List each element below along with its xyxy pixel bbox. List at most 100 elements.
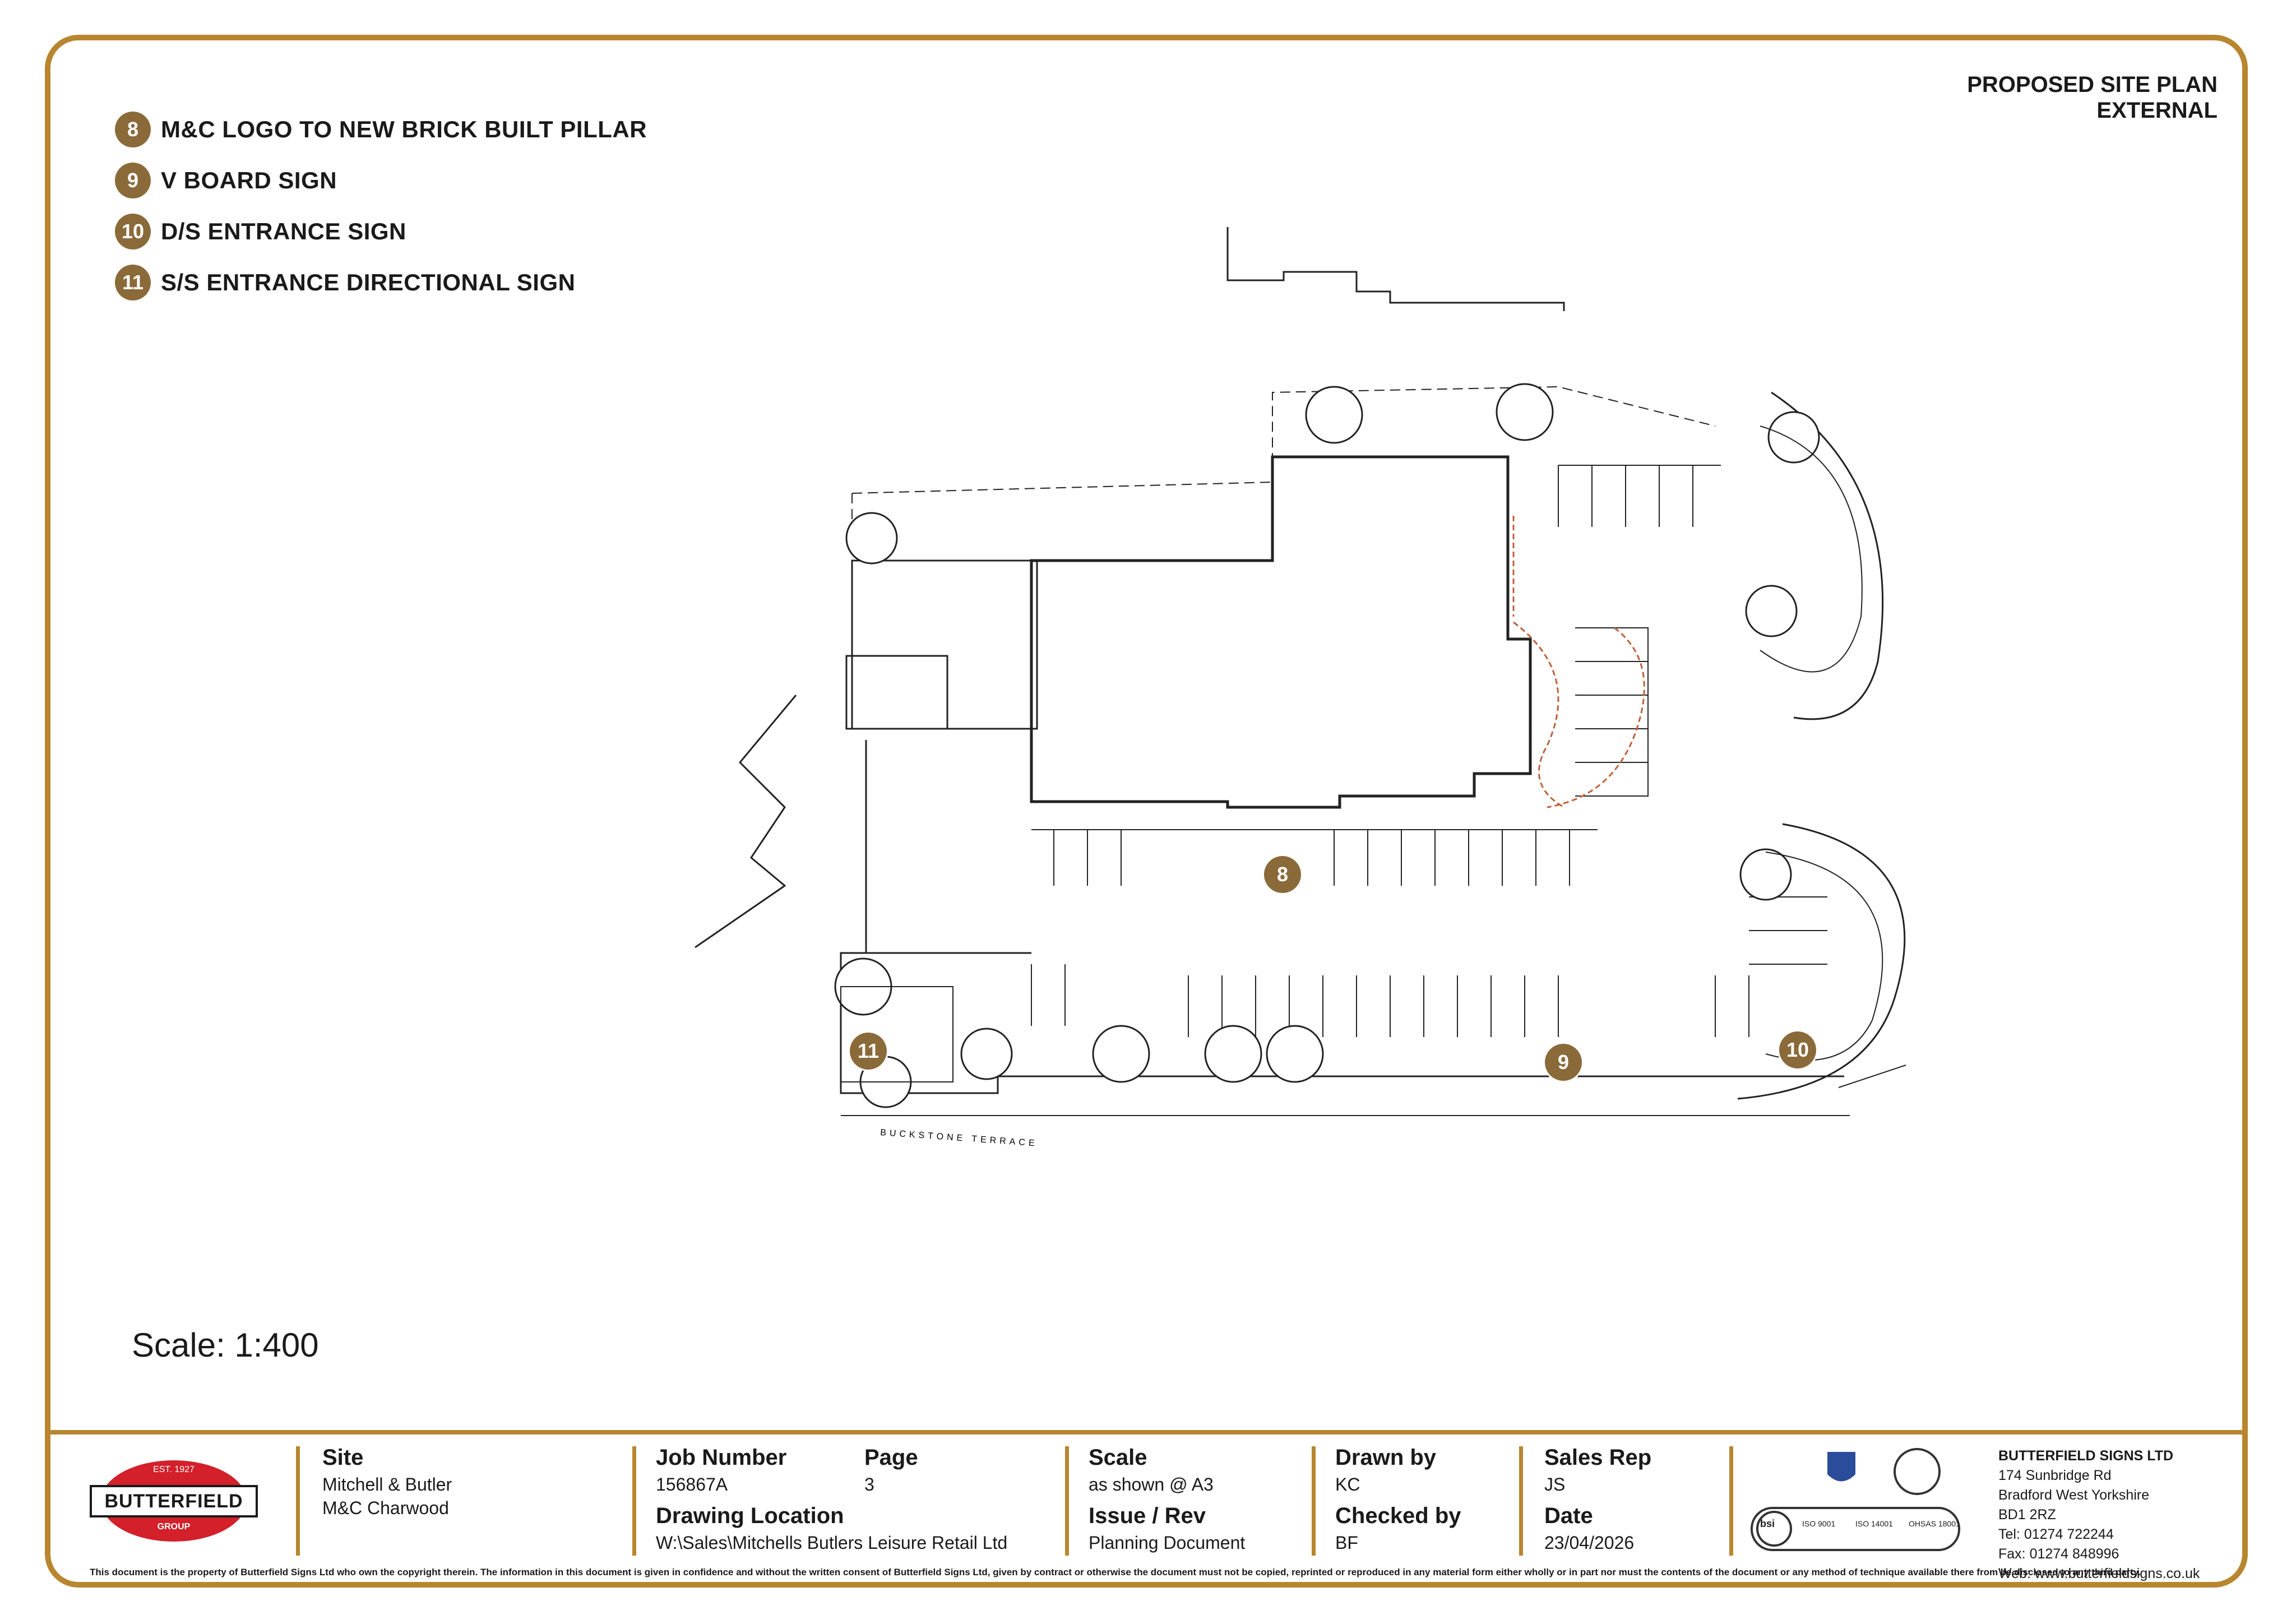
tree-icon xyxy=(1767,411,1820,464)
street-name-label: BUCKSTONE TERRACE xyxy=(880,1128,1038,1149)
trees xyxy=(834,383,1820,1108)
company-name: BUTTERFIELD SIGNS LTD xyxy=(1998,1448,2174,1464)
parking-bays-southeast xyxy=(1749,896,1827,965)
logo-group: GROUP xyxy=(157,1522,191,1532)
legend-label: S/S ENTRANCE DIRECTIONAL SIGN xyxy=(161,269,576,295)
tree-icon xyxy=(1092,1025,1150,1083)
legend-label: V BOARD SIGN xyxy=(161,166,337,193)
title-block-divider xyxy=(632,1446,636,1556)
terrace-outline xyxy=(1513,621,1564,808)
title-block-divider xyxy=(1519,1446,1523,1556)
issue-value: Planning Document xyxy=(1089,1533,1246,1553)
sign-legend: 8 M&C LOGO TO NEW BRICK BUILT PILLAR 9 V… xyxy=(115,104,647,308)
planting-bed-west xyxy=(840,986,953,1082)
tree-icon xyxy=(1739,848,1792,901)
tree-icon xyxy=(1305,386,1363,444)
title-block-divider xyxy=(1312,1446,1316,1556)
legend-item: 11 S/S ENTRANCE DIRECTIONAL SIGN xyxy=(115,257,647,308)
date-label: Date xyxy=(1544,1503,1593,1528)
plan-title: PROPOSED SITE PLAN EXTERNAL xyxy=(1967,72,2218,123)
drawing-sheet-border xyxy=(45,35,2248,1588)
legend-item: 8 M&C LOGO TO NEW BRICK BUILT PILLAR xyxy=(115,104,647,155)
legend-number-badge: 10 xyxy=(115,213,151,249)
safecontractor-icon xyxy=(1894,1448,1941,1495)
job-number-label: Job Number xyxy=(656,1445,787,1470)
page-label: Page xyxy=(864,1445,918,1470)
restaurant-building xyxy=(1030,455,1532,809)
iso9001-text: ISO 9001 xyxy=(1802,1519,1836,1528)
job-number-value: 156867A xyxy=(656,1474,728,1495)
ohsas18001-text: OHSAS 18001 xyxy=(1909,1519,1960,1528)
parking-bays-east xyxy=(1575,627,1649,797)
site-label: Site xyxy=(322,1445,364,1470)
sales-rep-value: JS xyxy=(1544,1474,1566,1495)
landscaping-beds xyxy=(840,425,1883,1082)
sign-marker-8: 8 xyxy=(1264,856,1301,893)
sign-marker-11: 11 xyxy=(850,1033,887,1070)
access-road-north xyxy=(1771,391,1884,720)
parking-bays-right xyxy=(1558,465,1721,527)
logo-name: BUTTERFIELD xyxy=(90,1485,258,1517)
scale-note: Scale: 1:400 xyxy=(132,1326,319,1364)
title-block-divider xyxy=(1065,1446,1069,1556)
sales-rep-label: Sales Rep xyxy=(1544,1445,1652,1470)
legend-number-badge: 11 xyxy=(115,264,151,300)
title-block-divider xyxy=(296,1446,300,1556)
terrace-outline-outer xyxy=(1547,627,1645,808)
company-postcode: BD1 2RZ xyxy=(1998,1507,2056,1523)
plan-title-line1: PROPOSED SITE PLAN xyxy=(1967,72,2218,97)
iso-badges-icon xyxy=(1751,1507,1960,1551)
legend-number-badge: 8 xyxy=(115,111,151,147)
drawn-by-value: KC xyxy=(1335,1474,1360,1495)
footway-line xyxy=(841,1065,1906,1116)
accreditation-badges-icon xyxy=(1751,1448,1960,1551)
title-block-separator xyxy=(50,1430,2242,1435)
adjacent-building xyxy=(695,695,797,949)
site-line1: Mitchell & Butler xyxy=(322,1474,452,1495)
legend-number-badge: 9 xyxy=(115,162,151,198)
flats-outline xyxy=(1226,227,1565,311)
legend-item: 9 V BOARD SIGN xyxy=(115,155,647,206)
copyright-disclaimer: This document is the property of Butterf… xyxy=(90,1567,2141,1577)
drawing-location-value: W:\Sales\Mitchells Butlers Leisure Retai… xyxy=(656,1533,1008,1553)
outbuilding-top xyxy=(851,559,1038,730)
company-fax: Fax: 01274 848996 xyxy=(1998,1546,2119,1562)
parking-bays-top xyxy=(1053,830,1570,886)
tree-icon xyxy=(1266,1025,1324,1083)
iso14001-text: ISO 14001 xyxy=(1855,1519,1893,1528)
issue-label: Issue / Rev xyxy=(1089,1503,1206,1528)
company-web[interactable]: Web: www.butterfieldsigns.co.uk xyxy=(1998,1566,2200,1581)
bsi-text: bsi xyxy=(1760,1518,1775,1529)
site-line2: M&C Charwood xyxy=(322,1498,449,1518)
bsi-kitemark-icon xyxy=(1756,1511,1792,1547)
scale-label: Scale xyxy=(1089,1445,1147,1470)
outbuilding-bottom xyxy=(845,655,948,730)
sign-marker-9: 9 xyxy=(1545,1044,1582,1081)
checked-by-label: Checked by xyxy=(1335,1503,1461,1528)
legend-label: M&C LOGO TO NEW BRICK BUILT PILLAR xyxy=(161,115,647,142)
logo-est: EST. 1927 xyxy=(153,1465,195,1474)
tree-icon xyxy=(1204,1025,1262,1083)
company-details: BUTTERFIELD SIGNS LTD 174 Sunbridge Rd B… xyxy=(1998,1446,2200,1584)
site-boundary xyxy=(851,386,1716,538)
date-value: 23/04/2026 xyxy=(1544,1533,1635,1553)
company-tel: Tel: 01274 722244 xyxy=(1998,1526,2114,1542)
company-address2: Bradford West Yorkshire xyxy=(1998,1487,2150,1503)
plan-title-line2: EXTERNAL xyxy=(2096,98,2218,123)
bsgi-shield-icon xyxy=(1827,1452,1855,1482)
tree-icon xyxy=(1745,585,1798,637)
page-value: 3 xyxy=(864,1474,874,1495)
tree-icon xyxy=(960,1028,1013,1080)
access-road-south xyxy=(1737,823,1906,1100)
parking-bays-bottom xyxy=(1031,964,1749,1037)
drawing-location-label: Drawing Location xyxy=(656,1503,844,1528)
sign-marker-10: 10 xyxy=(1779,1031,1816,1068)
site-plan-drawing: BUCKSTONE TERRACE xyxy=(695,227,1906,1149)
drawn-by-label: Drawn by xyxy=(1335,1445,1437,1470)
scale-value: as shown @ A3 xyxy=(1089,1474,1214,1495)
legend-item: 10 D/S ENTRANCE SIGN xyxy=(115,206,647,257)
butterfield-logo: EST. 1927 BUTTERFIELD GROUP xyxy=(90,1460,258,1542)
tree-icon xyxy=(845,512,898,565)
accreditation-logos: bsi ISO 9001 ISO 14001 OHSAS 18001 xyxy=(1749,1446,1968,1558)
title-block-divider xyxy=(1729,1446,1733,1556)
